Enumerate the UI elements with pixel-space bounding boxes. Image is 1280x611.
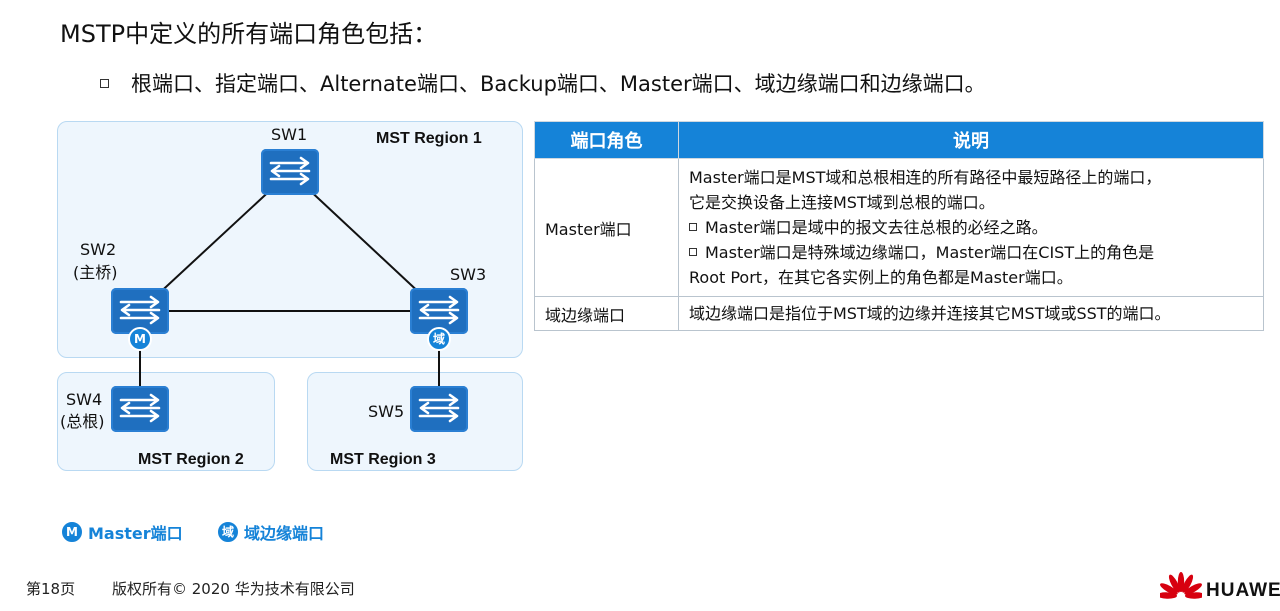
legend-edge-label: 域边缘端口 xyxy=(244,524,325,543)
port-roles-text: 根端口、指定端口、Alternate端口、Backup端口、Master端口、域… xyxy=(131,72,986,96)
bullet-square-icon xyxy=(689,247,697,256)
description-line: Master端口是MST域和总根相连的所有路径中最短路径上的端口， xyxy=(689,168,1162,187)
link-sw1-sw2 xyxy=(139,171,291,312)
role-cell: 域边缘端口 xyxy=(534,296,679,331)
switch-sw5-icon xyxy=(410,386,468,432)
switch-sw4-icon xyxy=(111,386,169,432)
switch-sw2-icon xyxy=(111,288,169,334)
huawei-logo: HUAWEI xyxy=(1160,572,1280,608)
switch-arrows-icon xyxy=(418,295,460,325)
description-cell: Master端口是MST域和总根相连的所有路径中最短路径上的端口， 它是交换设备… xyxy=(678,158,1264,297)
switch-arrows-icon xyxy=(269,156,311,186)
description-line: Root Port，在其它各实例上的角色都是Master端口。 xyxy=(689,268,1073,287)
master-port-badge: M xyxy=(128,327,152,351)
description-line: 它是交换设备上连接MST域到总根的端口。 xyxy=(689,193,995,212)
sw5-label: SW5 xyxy=(368,402,405,421)
page-number: 第18页 xyxy=(26,580,76,598)
page-title: MSTP中定义的所有端口角色包括： xyxy=(60,20,438,48)
link-sw1-sw3 xyxy=(289,171,440,312)
switch-arrows-icon xyxy=(119,393,161,423)
table-row: 域边缘端口 域边缘端口是指位于MST域的边缘并连接其它MST域或SST的端口。 xyxy=(534,296,1264,331)
switch-arrows-icon xyxy=(418,393,460,423)
huawei-flower-icon xyxy=(1160,572,1202,599)
description-line: 域边缘端口是指位于MST域的边缘并连接其它MST域或SST的端口。 xyxy=(689,304,1171,323)
huawei-brand-text: HUAWEI xyxy=(1206,580,1280,601)
region-1-label: MST Region 1 xyxy=(376,130,482,147)
switch-arrows-icon xyxy=(119,295,161,325)
sw2-label: SW2 xyxy=(80,240,117,259)
header-description: 说明 xyxy=(678,121,1264,159)
bullet-square-icon xyxy=(689,222,697,231)
sw4-note: (总根) xyxy=(60,412,105,431)
sw4-label: SW4 xyxy=(66,390,103,409)
edge-badge-icon: 域 xyxy=(216,520,240,544)
role-cell: Master端口 xyxy=(534,158,679,297)
legend-master-label: Master端口 xyxy=(88,524,183,543)
sw1-label: SW1 xyxy=(271,125,308,144)
description-bullet: Master端口是特殊域边缘端口，Master端口在CIST上的角色是 xyxy=(689,240,1253,265)
header-role: 端口角色 xyxy=(534,121,679,159)
port-roles-bullet: 根端口、指定端口、Alternate端口、Backup端口、Master端口、域… xyxy=(100,68,986,98)
switch-sw1-icon xyxy=(261,149,319,195)
description-cell: 域边缘端口是指位于MST域的边缘并连接其它MST域或SST的端口。 xyxy=(678,296,1264,331)
switch-sw3-icon xyxy=(410,288,468,334)
edge-port-badge: 域 xyxy=(427,327,451,351)
legend-edge: 域域边缘端口 xyxy=(216,520,324,546)
bullet-square-icon xyxy=(100,78,109,88)
port-roles-table: 端口角色 说明 Master端口 Master端口是MST域和总根相连的所有路径… xyxy=(534,121,1264,331)
table-row: Master端口 Master端口是MST域和总根相连的所有路径中最短路径上的端… xyxy=(534,158,1264,297)
description-bullet: Master端口是域中的报文去往总根的必经之路。 xyxy=(689,215,1253,240)
sw3-label: SW3 xyxy=(450,265,487,284)
region-3-label: MST Region 3 xyxy=(330,451,436,468)
master-badge-icon: M xyxy=(60,520,84,544)
region-2-label: MST Region 2 xyxy=(138,451,244,468)
sw2-note: (主桥) xyxy=(73,263,118,282)
table-header-row: 端口角色 说明 xyxy=(534,121,1264,159)
copyright: 版权所有© 2020 华为技术有限公司 xyxy=(112,580,355,598)
